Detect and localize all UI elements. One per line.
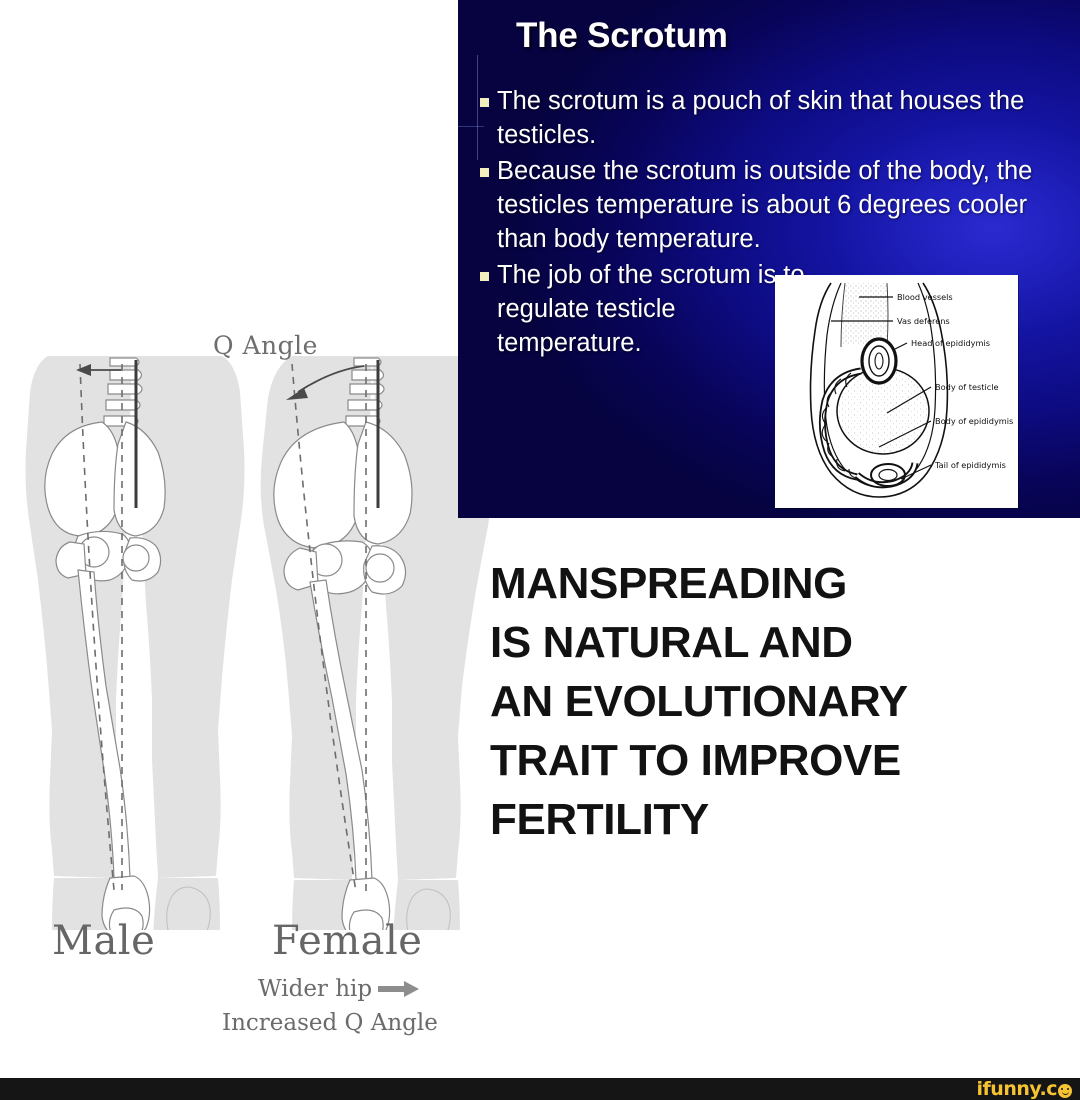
q-angle-label: Q Angle xyxy=(213,331,318,360)
label-vas-deferens: Vas deferens xyxy=(897,316,950,326)
wider-hip-note: Wider hip xyxy=(258,976,420,1003)
male-leg-diagram xyxy=(25,356,245,930)
label-head-of-epididymis: Head of epididymis xyxy=(911,338,990,348)
meme-caption: MANSPREADING IS NATURAL AND AN EVOLUTION… xyxy=(490,554,1070,849)
female-leg-diagram xyxy=(260,356,492,930)
right-arrow-icon xyxy=(378,977,420,1003)
label-tail-of-epididymis: Tail of epididymis xyxy=(934,460,1006,470)
caption-line: TRAIT TO IMPROVE xyxy=(490,736,901,785)
ifunny-watermark: ifunny.c xyxy=(977,1078,1072,1100)
bullet-square-icon xyxy=(480,168,489,177)
scrotum-anatomy-diagram: Blood vessels Vas deferens Head of epidi… xyxy=(775,275,1018,508)
bullet-item: The scrotum is a pouch of skin that hous… xyxy=(472,84,1072,152)
slide-bullet-list: The scrotum is a pouch of skin that hous… xyxy=(472,84,1072,362)
cursor-crosshair-vertical xyxy=(477,55,478,160)
label-body-of-testicle: Body of testicle xyxy=(935,382,999,392)
bullet-text: The job of the scrotum is to regulate te… xyxy=(497,261,805,357)
caption-line: MANSPREADING xyxy=(490,559,847,608)
bullet-text: Because the scrotum is outside of the bo… xyxy=(497,157,1033,253)
bullet-square-icon xyxy=(480,98,489,107)
male-label: Male xyxy=(52,918,156,964)
bullet-square-icon xyxy=(480,272,489,281)
female-label: Female xyxy=(272,918,423,964)
scrotum-anatomy-svg: Blood vessels Vas deferens Head of epidi… xyxy=(809,282,1013,498)
legs-illustration xyxy=(25,356,492,930)
increased-q-angle-note: Increased Q Angle xyxy=(222,1010,438,1036)
bullet-item: The job of the scrotum is to regulate te… xyxy=(472,258,1072,360)
label-blood-vessels: Blood vessels xyxy=(897,292,953,302)
watermark-bar xyxy=(0,1078,1080,1100)
label-body-of-epididymis: Body of epididymis xyxy=(935,416,1013,426)
bullet-item: Because the scrotum is outside of the bo… xyxy=(472,154,1072,256)
ifunny-text: ifunny.c xyxy=(976,1078,1058,1100)
caption-line: AN EVOLUTIONARY xyxy=(490,677,908,726)
caption-line: IS NATURAL AND xyxy=(490,618,853,667)
cursor-crosshair-horizontal xyxy=(458,126,484,127)
bullet-text: The scrotum is a pouch of skin that hous… xyxy=(497,87,1025,149)
smiley-face-icon xyxy=(1058,1084,1072,1098)
wider-hip-text: Wider hip xyxy=(258,976,373,1002)
diagram-label-group: Blood vessels Vas deferens Head of epidi… xyxy=(897,292,1013,470)
caption-line: FERTILITY xyxy=(490,795,709,844)
q-angle-legs-figure xyxy=(0,330,500,930)
slide-title: The Scrotum xyxy=(516,16,728,55)
powerpoint-slide: The Scrotum The scrotum is a pouch of sk… xyxy=(458,0,1080,518)
